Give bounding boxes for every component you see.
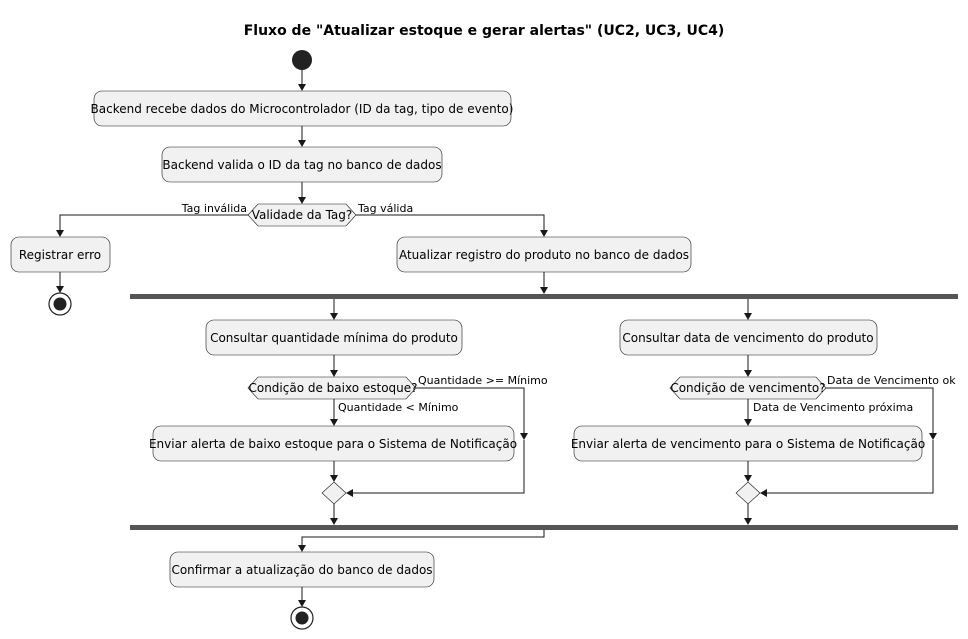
end-node-error-inner xyxy=(53,297,67,311)
end-node-final-inner xyxy=(295,611,309,625)
arrow-head xyxy=(540,230,548,237)
arrow-head xyxy=(330,370,338,377)
arrow-head xyxy=(744,475,752,482)
arrow-head xyxy=(330,419,338,426)
decision-expiry-question: Condição de vencimento? xyxy=(670,381,825,395)
edge xyxy=(353,440,525,494)
start-node xyxy=(292,50,312,70)
arrow-head xyxy=(744,518,752,525)
branch-label-tag-invalid: Tag inválida xyxy=(181,202,247,215)
branch-label-qty-ok: Quantidade >= Mínimo xyxy=(418,374,548,387)
branch-label-tag-valid: Tag válida xyxy=(357,202,413,215)
arrow-head xyxy=(760,489,767,497)
arrow-head xyxy=(56,286,64,293)
arrow-head xyxy=(298,600,306,607)
activity-update-record-label: Atualizar registro do produto no banco d… xyxy=(399,248,689,262)
activity-log-error-label: Registrar erro xyxy=(19,248,101,262)
diagram-title: Fluxo de "Atualizar estoque e gerar aler… xyxy=(244,23,725,39)
arrow-head xyxy=(298,545,306,552)
edge xyxy=(767,440,934,494)
edge xyxy=(301,530,545,545)
join-bar xyxy=(130,525,958,530)
arrow-head xyxy=(540,287,548,294)
arrow-head xyxy=(298,140,306,147)
branch-label-qty-low: Quantidade < Mínimo xyxy=(338,401,459,414)
edge xyxy=(356,214,545,230)
arrow-head xyxy=(520,433,528,440)
arrow-head xyxy=(298,84,306,91)
arrow-head xyxy=(56,230,64,237)
edge xyxy=(826,387,934,433)
activity-alert-expiry-label: Enviar alerta de vencimento para o Siste… xyxy=(571,437,925,451)
activity-receive-data-label: Backend recebe dados do Microcontrolador… xyxy=(91,102,514,116)
arrow-head xyxy=(346,489,353,497)
branch-label-expiry-near: Data de Vencimento próxima xyxy=(753,401,913,414)
arrow-head xyxy=(744,313,752,320)
arrow-head xyxy=(330,475,338,482)
arrow-head xyxy=(744,370,752,377)
arrow-head xyxy=(744,419,752,426)
arrow-head xyxy=(330,313,338,320)
activity-check-min-qty-label: Consultar quantidade mínima do produto xyxy=(210,331,458,345)
arrow-head xyxy=(929,433,937,440)
decision-tag-valid-question: Validade da Tag? xyxy=(252,208,353,222)
activity-check-expiry-label: Consultar data de vencimento do produto xyxy=(622,331,873,345)
decision-low-stock-question: Condição de baixo estoque? xyxy=(248,381,417,395)
arrow-head xyxy=(298,197,306,204)
activity-alert-low-stock-label: Enviar alerta de baixo estoque para o Si… xyxy=(149,437,517,451)
merge-low-stock xyxy=(321,481,347,505)
edge xyxy=(59,214,248,230)
activity-confirm-update-label: Confirmar a atualização do banco de dado… xyxy=(171,563,432,577)
branch-label-expiry-ok: Data de Vencimento ok xyxy=(827,374,956,387)
fork-bar xyxy=(130,294,958,299)
edge xyxy=(416,387,525,433)
arrow-head xyxy=(330,518,338,525)
activity-validate-tag-label: Backend valida o ID da tag no banco de d… xyxy=(162,158,441,172)
merge-expiry xyxy=(735,481,761,505)
